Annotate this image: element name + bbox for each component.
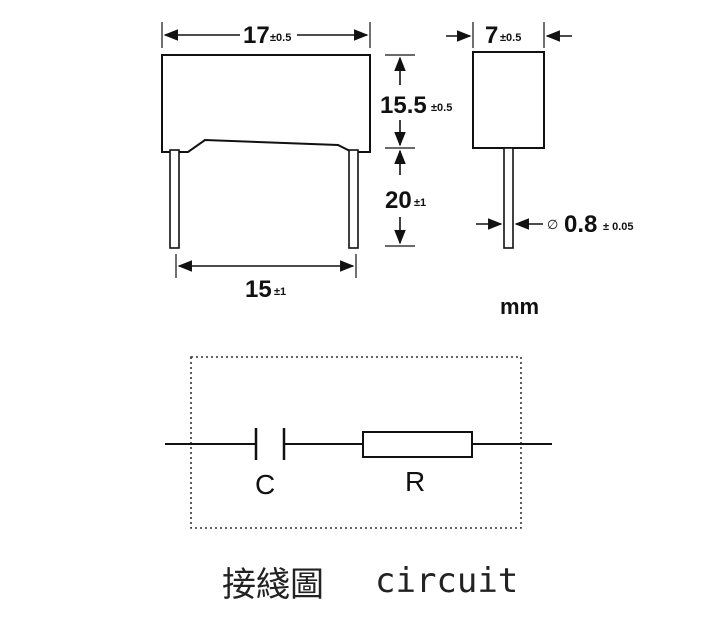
capacitor-body-side bbox=[472, 51, 545, 149]
dim-thickness-tolerance: ±0.5 bbox=[500, 32, 521, 44]
capacitor-body-front bbox=[161, 54, 371, 153]
lead-right bbox=[348, 149, 359, 249]
lead-side bbox=[503, 147, 514, 249]
circuit-diagram: C R bbox=[165, 356, 552, 529]
caption-wiring-diagram: 接綫圖 bbox=[222, 565, 324, 605]
resistor-label: R bbox=[405, 466, 425, 497]
dim-width-value: 17 bbox=[243, 22, 270, 49]
diameter-symbol: ∅ bbox=[547, 218, 558, 233]
dim-height-tolerance: ±0.5 bbox=[431, 102, 452, 114]
dim-spacing-tolerance: ±1 bbox=[274, 286, 286, 298]
dim-height-value: 15.5 bbox=[380, 92, 427, 119]
component-boundary bbox=[190, 356, 522, 529]
dim-lead-tolerance: ±1 bbox=[414, 197, 426, 209]
dim-spacing-value: 15 bbox=[245, 276, 272, 303]
caption-circuit: circuit bbox=[375, 561, 518, 601]
capacitor-label: C bbox=[255, 469, 275, 500]
dim-diameter-tolerance: ± 0.05 bbox=[603, 221, 634, 233]
dim-thickness-value: 7 bbox=[485, 22, 498, 49]
dim-width-tolerance: ±0.5 bbox=[270, 32, 291, 44]
front-view: 17 ±0.5 15.5 ±0.5 20 ±1 15 ±1 bbox=[161, 22, 452, 303]
side-view: 7 ±0.5 ∅ 0.8 ± 0.05 mm bbox=[446, 22, 634, 319]
resistor-symbol bbox=[362, 431, 473, 458]
dim-lead-value: 20 bbox=[385, 187, 412, 214]
dim-diameter-value: 0.8 bbox=[564, 211, 597, 238]
unit-label: mm bbox=[500, 294, 539, 319]
lead-left bbox=[169, 149, 180, 249]
